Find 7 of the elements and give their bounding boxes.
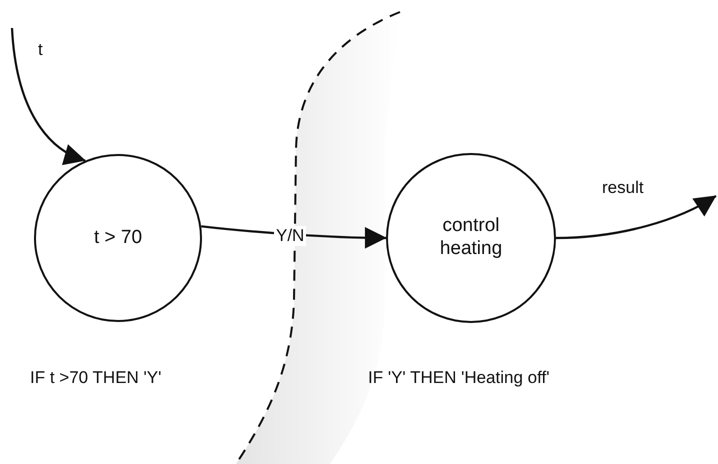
rule-text: IF 'Y' THEN 'Heating off' [368,368,550,388]
rule-text: IF t >70 THEN 'Y' [30,368,162,388]
node-label: control heating [438,215,504,261]
edge-label: Y/N [274,226,306,246]
node-label: t > 70 [94,226,142,250]
arrow [556,195,717,240]
arrow [10,28,86,164]
